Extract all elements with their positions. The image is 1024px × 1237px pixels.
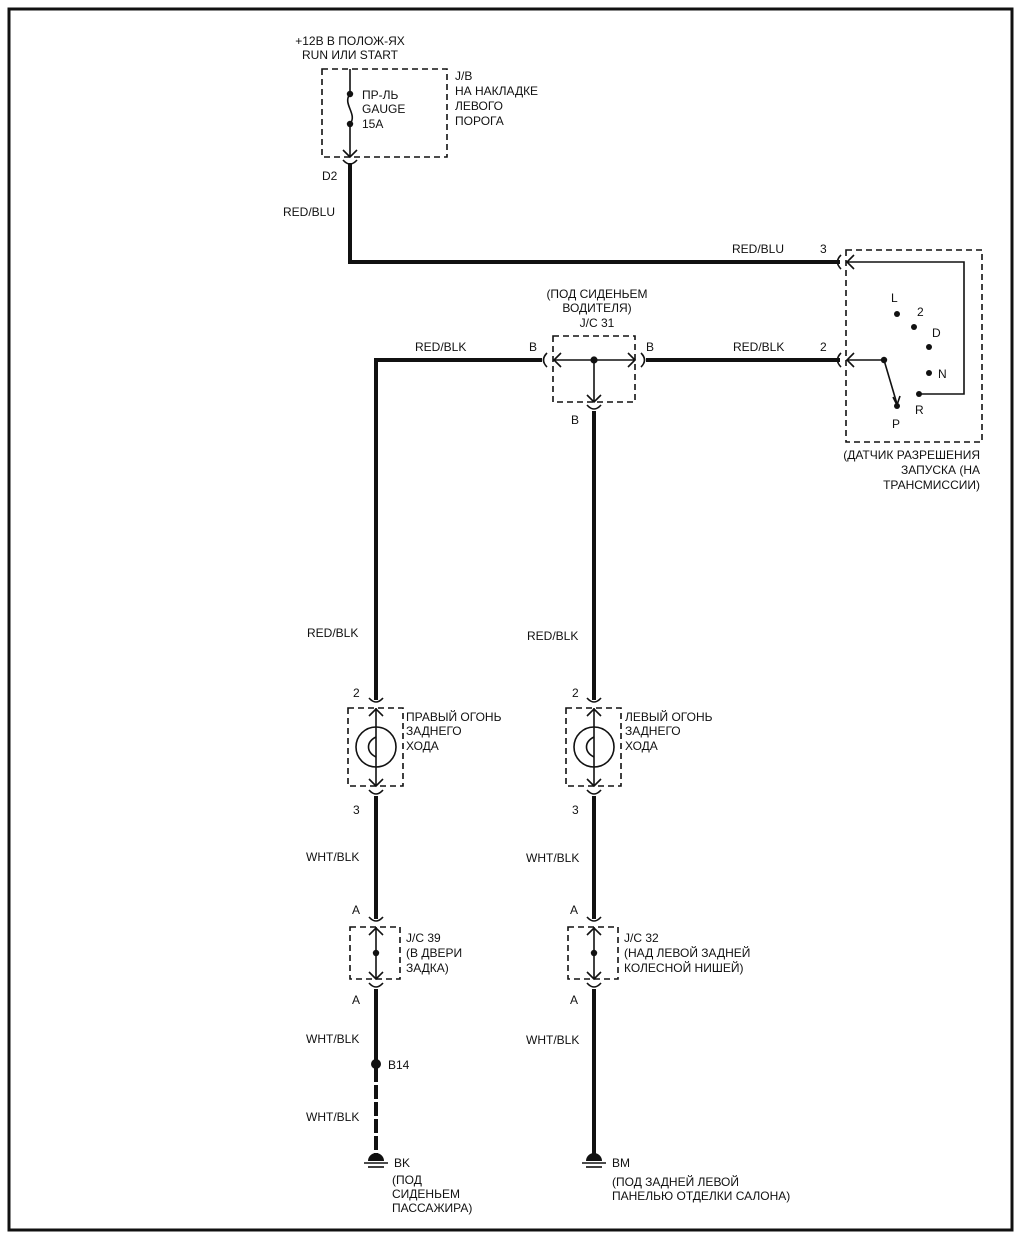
ground-icon: [586, 1153, 602, 1161]
junction-block-box: [321, 68, 448, 158]
right-lamp-name-line2: ЗАДНЕГО: [406, 724, 462, 738]
wire-label-wht-blk-center-1: WHT/BLK: [526, 851, 579, 865]
wire-label-wht-blk-left-2: WHT/BLK: [306, 1032, 359, 1046]
jc39-box: [349, 926, 401, 980]
sensor-position-d: D: [932, 326, 941, 340]
jc31-note-line2: ВОДИТЕЛЯ): [562, 301, 631, 315]
jc31-pin-left: B: [529, 340, 537, 354]
jc31-box: [552, 335, 636, 403]
jb-label-line1: J/B: [455, 69, 472, 83]
jc32-note-line2: КОЛЕСНОЙ НИШЕЙ): [624, 960, 743, 975]
left-reverse-lamp: 2 3 ЛЕВЫЙ ОГОНЬ ЗАДНЕГО ХОДА: [565, 686, 713, 817]
wire-red-blk-left: [374, 358, 542, 700]
jc39-pin-bottom: A: [352, 993, 360, 1007]
splice-b14-dot: [371, 1059, 381, 1069]
ground-bk-note-line3: ПАССАЖИРА): [392, 1201, 472, 1215]
sensor-position-n: N: [938, 367, 947, 381]
jc32-box: [567, 926, 619, 980]
fuse-name-line1: ПР-ЛЬ: [362, 88, 399, 102]
left-lamp-name-line3: ХОДА: [625, 739, 658, 753]
fuse-icon: [346, 93, 354, 125]
jc31-pin-bottom: B: [571, 413, 579, 427]
ground-bk-note-line1: (ПОД: [392, 1173, 422, 1187]
jc31-connector: (ПОД СИДЕНЬЕМ ВОДИТЕЛЯ) J/C 31 B B B: [529, 287, 654, 427]
sensor-name-line1: (ДАТЧИК РАЗРЕШЕНИЯ: [843, 448, 980, 462]
right-lamp-name-line1: ПРАВЫЙ ОГОНЬ: [406, 709, 502, 724]
ground-bm-note-line1: (ПОД ЗАДНЕЙ ЛЕВОЙ: [612, 1174, 739, 1189]
ground-bm-name: BM: [612, 1156, 630, 1170]
ground-bk-name: BK: [394, 1156, 410, 1170]
sensor-name-line2: ЗАПУСКА (НА: [901, 463, 980, 477]
splice-b14-label: B14: [388, 1058, 410, 1072]
wire-label-red-blk-right-top: RED/BLK: [733, 340, 784, 354]
jc32-junction-dot: [590, 949, 598, 957]
left-lamp-pin-bottom: 3: [572, 803, 579, 817]
sensor-position-l: L: [891, 291, 898, 305]
sensor-pin-2: 2: [820, 340, 827, 354]
sensor-contact-l: [894, 311, 900, 317]
right-lamp-pin-bottom: 3: [353, 803, 360, 817]
right-reverse-lamp: 2 3 ПРАВЫЙ ОГОНЬ ЗАДНЕГО ХОДА: [347, 686, 502, 817]
fuse-name-line2: GAUGE: [362, 102, 405, 116]
left-lamp-name-line1: ЛЕВЫЙ ОГОНЬ: [625, 709, 713, 724]
jc39-name: J/C 39: [406, 931, 441, 945]
supply-label-line2: RUN ИЛИ START: [302, 48, 399, 62]
sensor-contact-n: [926, 370, 932, 376]
jb-label-line3: ЛЕВОГО: [455, 99, 503, 113]
wire-label-wht-blk-left-1: WHT/BLK: [306, 850, 359, 864]
start-permit-sensor: 3 2 L 2 D N R P (ДАТЧИК РАЗРЕШЕНИЯ ЗАПУС…: [820, 242, 983, 492]
ground-icon: [368, 1153, 384, 1161]
ground-bk: BK (ПОД СИДЕНЬЕМ ПАССАЖИРА): [364, 1153, 472, 1215]
jb-label-line4: ПОРОГА: [455, 114, 504, 128]
sensor-contact-2: [911, 324, 917, 330]
jc32-connector: A A J/C 32 (НАД ЛЕВОЙ ЗАДНЕЙ КОЛЕСНОЙ НИ…: [567, 903, 750, 1007]
jc31-pin-right: B: [646, 340, 654, 354]
wire-label-red-blu-vertical: RED/BLU: [283, 205, 335, 219]
jc39-note-line1: (В ДВЕРИ: [406, 946, 462, 960]
jc39-connector: A A J/C 39 (В ДВЕРИ ЗАДКА): [349, 903, 462, 1007]
sensor-position-2: 2: [917, 305, 924, 319]
jc31-name: J/C 31: [580, 316, 615, 330]
jc32-pin-top: A: [570, 903, 578, 917]
right-lamp-pin-top: 2: [353, 686, 360, 700]
left-lamp-name-line2: ЗАДНЕГО: [625, 724, 681, 738]
jc32-note-line1: (НАД ЛЕВОЙ ЗАДНЕЙ: [624, 945, 750, 960]
wire-label-red-blk-left-top: RED/BLK: [415, 340, 466, 354]
sensor-name-line3: ТРАНСМИССИИ): [883, 478, 980, 492]
jc32-pin-bottom: A: [570, 993, 578, 1007]
jc39-junction-dot: [372, 949, 380, 957]
wire-label-red-blk-center-mid: RED/BLK: [527, 629, 578, 643]
wire-red-blu: [348, 163, 840, 264]
jc32-name: J/C 32: [624, 931, 659, 945]
fuse-name-line3: 15A: [362, 117, 383, 131]
sensor-position-r: R: [915, 403, 924, 417]
supply-label-line1: +12В В ПОЛОЖ-ЯХ: [295, 34, 405, 48]
left-lamp-pin-top: 2: [572, 686, 579, 700]
jc39-pin-top: A: [352, 903, 360, 917]
wire-label-red-blu-horizontal: RED/BLU: [732, 242, 784, 256]
fuse-pin-d2: D2: [322, 169, 338, 183]
sensor-pin-3: 3: [820, 242, 827, 256]
sensor-switch-contact: [883, 359, 898, 405]
wire-label-wht-blk-center-2: WHT/BLK: [526, 1033, 579, 1047]
right-lamp-name-line3: ХОДА: [406, 739, 439, 753]
sensor-contact-p: [894, 403, 900, 409]
fuse-block: +12В В ПОЛОЖ-ЯХ RUN ИЛИ START ПР-ЛЬ GAUG…: [295, 34, 538, 183]
bulb-icon: [573, 726, 615, 768]
wire-label-wht-blk-left-3: WHT/BLK: [306, 1110, 359, 1124]
sensor-contact-r: [916, 391, 922, 397]
jc31-note-line1: (ПОД СИДЕНЬЕМ: [546, 287, 647, 301]
wire-label-red-blk-left-mid: RED/BLK: [307, 626, 358, 640]
ground-bm: BM (ПОД ЗАДНЕЙ ЛЕВОЙ ПАНЕЛЬЮ ОТДЕЛКИ САЛ…: [582, 1153, 790, 1203]
sensor-contact-d: [926, 344, 932, 350]
jc39-note-line2: ЗАДКА): [406, 961, 449, 975]
sensor-position-p: P: [892, 417, 900, 431]
ground-bm-note-line2: ПАНЕЛЬЮ ОТДЕЛКИ САЛОНА): [612, 1189, 790, 1203]
bulb-icon: [355, 726, 397, 768]
sensor-box: [845, 249, 983, 443]
ground-bk-note-line2: СИДЕНЬЕМ: [392, 1187, 460, 1201]
jb-label-line2: НА НАКЛАДКЕ: [455, 84, 538, 98]
diagram-frame: [7, 7, 1014, 1232]
